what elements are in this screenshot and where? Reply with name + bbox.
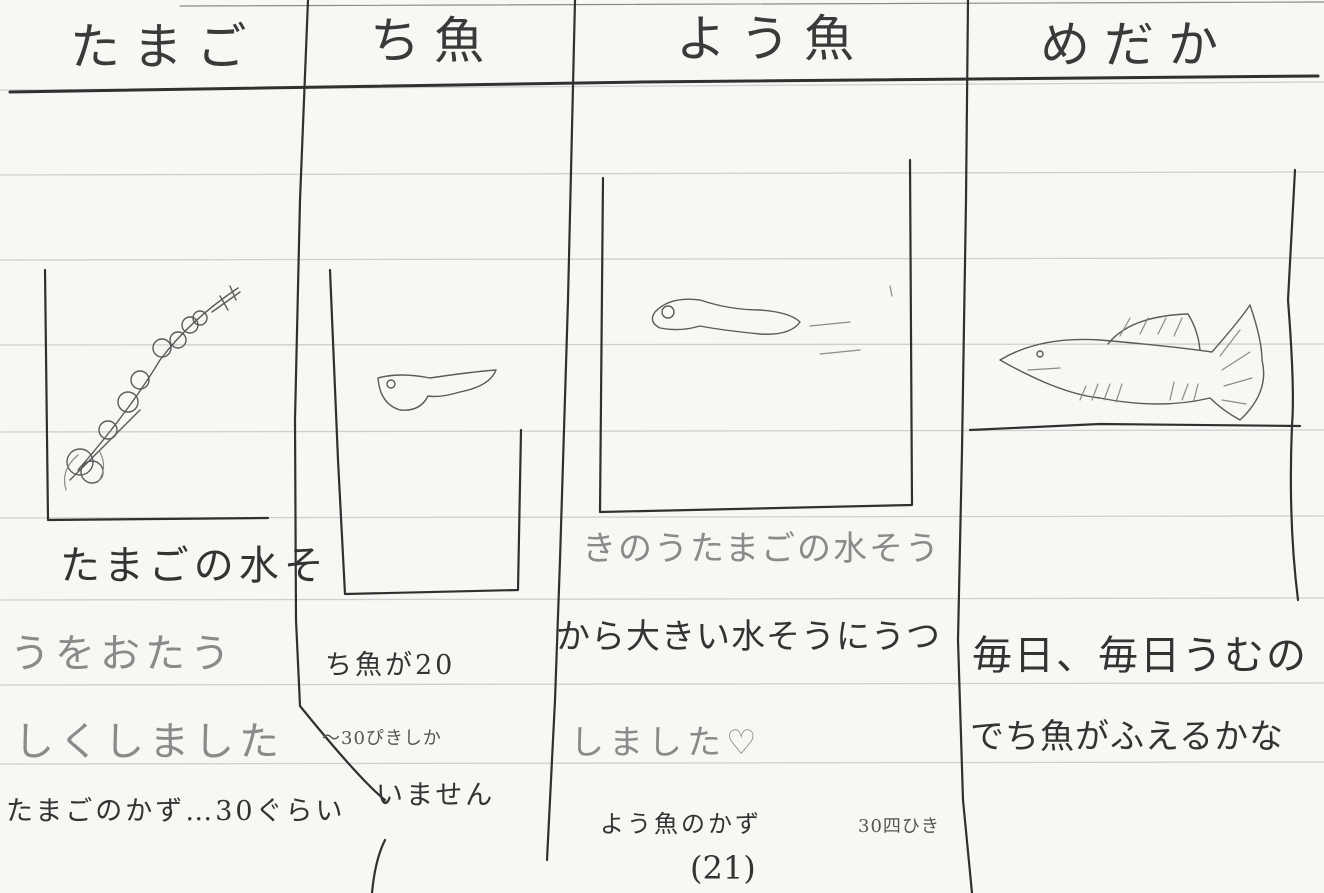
caption-medaka-line1: 毎日、毎日うむの	[972, 633, 1308, 679]
column-divider-1	[293, 0, 387, 802]
header-young-fish: よう魚	[676, 10, 868, 68]
medaka-fish-icon	[968, 168, 1302, 602]
bottom-curve	[370, 838, 387, 893]
caption-fry-line1: ち魚が20	[325, 650, 456, 681]
header-medaka: めだか	[1040, 16, 1232, 74]
page-number: (21)	[690, 849, 756, 887]
caption-young-fish-line3: しました♡	[570, 723, 762, 763]
caption-young-fish-count-label: よう魚のかず	[600, 810, 762, 838]
egg-cluster-on-plant-icon	[43, 268, 270, 522]
header-egg: たまご	[70, 18, 261, 76]
caption-egg-line2: うをおたう	[10, 631, 235, 677]
caption-fry-line2: 〜30ぴきしか	[322, 728, 442, 749]
caption-young-fish-line1: きのうたまごの水そう	[582, 529, 941, 569]
column-divider-2	[545, 0, 577, 862]
caption-fry-line3: いません	[376, 780, 496, 811]
caption-egg-line3: しくしました	[14, 719, 284, 765]
column-divider-3	[956, 0, 974, 893]
caption-young-fish-line2: から大きい水そうにうつ	[556, 617, 941, 657]
fry-tadpole-fish-icon	[328, 268, 523, 596]
young-fish-icon	[598, 158, 914, 514]
header-fry: ち魚	[370, 12, 498, 70]
caption-egg-line1: たまごの水そ	[60, 543, 329, 589]
caption-egg-count: たまごのかず…30ぐらい	[6, 796, 346, 827]
caption-young-fish-count: 30四ひき	[858, 816, 940, 837]
caption-medaka-line2: でち魚がふえるかな	[970, 717, 1284, 757]
